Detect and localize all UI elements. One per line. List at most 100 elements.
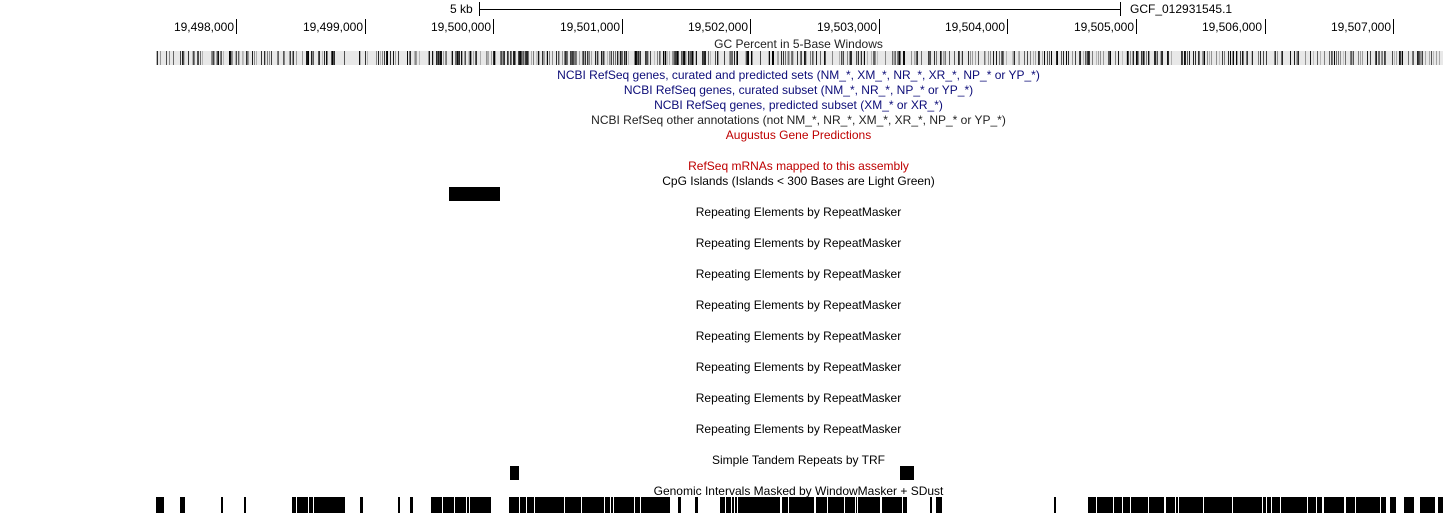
masked-interval[interactable] (1114, 497, 1164, 513)
position-label: 19,506,000 (1201, 20, 1262, 34)
gc-window-mark (1105, 51, 1106, 65)
gc-window-mark (672, 51, 673, 65)
gc-window-mark (414, 51, 415, 65)
masked-interval[interactable] (828, 497, 880, 513)
gc-window-mark (917, 51, 918, 65)
masked-interval[interactable] (1404, 497, 1414, 513)
masked-interval-gap (844, 497, 845, 513)
gc-window-mark (1366, 51, 1367, 65)
gc-window-mark (478, 51, 479, 65)
masked-interval[interactable] (1088, 497, 1113, 513)
gc-window-mark (430, 51, 431, 65)
masked-interval[interactable] (1390, 497, 1396, 513)
gc-window-mark (793, 51, 794, 65)
gc-window-mark (396, 51, 397, 65)
track-label-repeatmasker[interactable]: Repeating Elements by RepeatMasker (695, 422, 902, 436)
track-label-repeatmasker[interactable]: Repeating Elements by RepeatMasker (695, 329, 902, 343)
masked-interval[interactable] (695, 497, 698, 513)
track-label-repeatmasker[interactable]: Repeating Elements by RepeatMasker (695, 298, 902, 312)
gc-window-mark (1234, 51, 1235, 65)
track-label-cpg-islands[interactable]: CpG Islands (Islands < 300 Bases are Lig… (662, 174, 935, 188)
gc-window-mark (823, 51, 824, 65)
gc-window-mark (951, 51, 952, 65)
masked-interval[interactable] (678, 497, 681, 513)
gc-window-mark (977, 51, 978, 65)
cpg-island-feature[interactable] (449, 187, 500, 201)
masked-interval[interactable] (1438, 497, 1443, 513)
masked-interval[interactable] (509, 497, 519, 513)
track-label-repeatmasker[interactable]: Repeating Elements by RepeatMasker (695, 205, 902, 219)
gc-window-mark (203, 51, 204, 65)
gc-window-mark (578, 51, 579, 65)
gc-window-mark (1257, 51, 1258, 65)
gc-window-mark (710, 51, 711, 65)
masked-interval[interactable] (520, 497, 600, 513)
track-label-refseq-mrna[interactable]: RefSeq mRNAs mapped to this assembly (688, 159, 909, 173)
gc-window-mark (1355, 51, 1356, 65)
track-label-simple-repeats[interactable]: Simple Tandem Repeats by TRF (712, 453, 885, 467)
track-label-repeatmasker[interactable]: Repeating Elements by RepeatMasker (695, 391, 902, 405)
gc-window-mark (455, 51, 456, 65)
gc-window-mark (232, 51, 233, 65)
masked-interval[interactable] (360, 497, 363, 513)
masked-interval[interactable] (398, 497, 400, 513)
gc-window-mark (312, 51, 313, 65)
masked-interval[interactable] (1216, 497, 1271, 513)
masked-interval[interactable] (930, 497, 932, 513)
gc-window-mark (751, 51, 752, 65)
track-label-refseq-other[interactable]: NCBI RefSeq other annotations (not NM_*,… (591, 113, 1006, 127)
track-label-gc-percent[interactable]: GC Percent in 5-Base Windows (714, 37, 883, 51)
gc-window-mark (183, 51, 184, 65)
gc-window-mark (1080, 51, 1081, 65)
gc-window-mark (804, 51, 805, 65)
gc-window-mark (776, 51, 777, 65)
masked-interval[interactable] (1166, 497, 1216, 513)
masked-interval[interactable] (1054, 497, 1056, 513)
masked-interval[interactable] (221, 497, 223, 513)
gc-window-mark (736, 51, 737, 65)
gc-window-mark (902, 51, 903, 65)
gc-window-mark (551, 51, 552, 65)
gc-window-mark (1317, 51, 1318, 65)
gc-window-mark (948, 51, 949, 65)
masked-interval[interactable] (180, 497, 185, 513)
track-label-repeatmasker[interactable]: Repeating Elements by RepeatMasker (695, 236, 902, 250)
track-label-augustus[interactable]: Augustus Gene Predictions (725, 128, 872, 142)
gc-window-mark (550, 51, 551, 65)
masked-interval[interactable] (410, 497, 413, 513)
masked-interval[interactable] (292, 497, 345, 513)
gc-window-mark (351, 51, 352, 65)
gc-window-mark (303, 51, 304, 65)
masked-interval[interactable] (882, 497, 907, 513)
track-label-repeatmasker[interactable]: Repeating Elements by RepeatMasker (695, 360, 902, 374)
masked-interval[interactable] (1272, 497, 1322, 513)
gc-window-mark (637, 51, 638, 65)
simple-repeat-feature[interactable] (900, 466, 914, 480)
track-label-windowmasker[interactable]: Genomic Intervals Masked by WindowMasker… (653, 484, 944, 498)
track-label-refseq-all[interactable]: NCBI RefSeq genes, curated and predicted… (557, 68, 1040, 82)
track-label-repeatmasker[interactable]: Repeating Elements by RepeatMasker (695, 267, 902, 281)
gc-window-mark (846, 51, 847, 65)
masked-interval[interactable] (720, 497, 780, 513)
masked-interval[interactable] (244, 497, 246, 513)
masked-interval[interactable] (1420, 497, 1435, 513)
masked-interval[interactable] (936, 497, 942, 513)
gc-window-mark (1076, 51, 1077, 65)
masked-interval[interactable] (1324, 497, 1344, 513)
gc-window-mark (1377, 51, 1378, 65)
simple-repeat-feature[interactable] (510, 466, 519, 480)
gc-window-mark (1143, 51, 1144, 65)
gc-window-mark (375, 51, 376, 65)
gc-window-mark (987, 51, 988, 65)
masked-interval[interactable] (156, 497, 164, 513)
gc-window-mark (298, 51, 299, 65)
track-label-refseq-curated[interactable]: NCBI RefSeq genes, curated subset (NM_*,… (623, 83, 974, 97)
gc-window-mark (1052, 51, 1053, 65)
gc-window-mark (1283, 51, 1284, 65)
gc-window-mark (1298, 51, 1299, 65)
gc-window-mark (1342, 51, 1343, 65)
track-label-refseq-predicted[interactable]: NCBI RefSeq genes, predicted subset (XM_… (654, 98, 943, 112)
masked-interval[interactable] (431, 497, 491, 513)
